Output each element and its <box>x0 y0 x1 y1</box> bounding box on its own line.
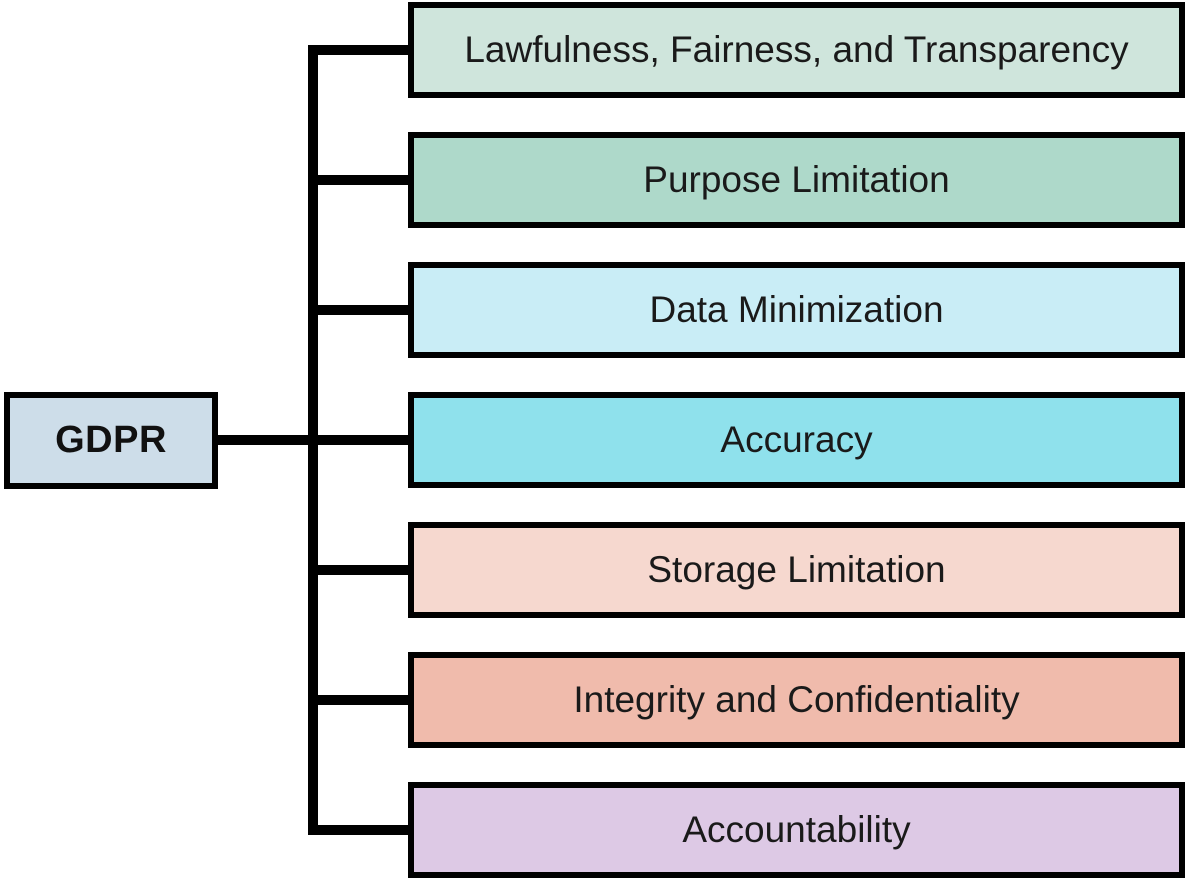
node-row: Integrity and Confidentiality <box>308 652 1185 748</box>
node-box-data-minimization: Data Minimization <box>408 262 1185 358</box>
node-row: Purpose Limitation <box>308 132 1185 228</box>
node-box-accountability: Accountability <box>408 782 1185 878</box>
root-box-gdpr: GDPR <box>4 392 218 489</box>
node-box-accuracy: Accuracy <box>408 392 1185 488</box>
node-label: Lawfulness, Fairness, and Transparency <box>464 29 1129 70</box>
node-box-lawfulness-fairness-transparency: Lawfulness, Fairness, and Transparency <box>408 2 1185 98</box>
node-label: Data Minimization <box>649 289 944 330</box>
node-row: Accountability <box>308 782 1185 878</box>
branch-line <box>308 565 408 575</box>
branch-line <box>308 305 408 315</box>
node-box-integrity-confidentiality: Integrity and Confidentiality <box>408 652 1185 748</box>
node-row: Data Minimization <box>308 262 1185 358</box>
branch-line <box>308 175 408 185</box>
node-row: Storage Limitation <box>308 522 1185 618</box>
node-row: Lawfulness, Fairness, and Transparency <box>308 2 1185 98</box>
root-connector-line <box>212 435 314 445</box>
branch-line <box>308 825 408 835</box>
branch-line <box>308 435 408 445</box>
node-label: Storage Limitation <box>647 549 946 590</box>
node-label: Accountability <box>682 809 911 850</box>
root-label: GDPR <box>55 419 167 461</box>
principles-column: Lawfulness, Fairness, and Transparency P… <box>308 2 1185 878</box>
node-label: Purpose Limitation <box>643 159 950 200</box>
branch-line <box>308 45 408 55</box>
node-box-purpose-limitation: Purpose Limitation <box>408 132 1185 228</box>
node-box-storage-limitation: Storage Limitation <box>408 522 1185 618</box>
node-label: Accuracy <box>720 419 873 460</box>
branch-line <box>308 695 408 705</box>
node-row: Accuracy <box>308 392 1185 488</box>
node-label: Integrity and Confidentiality <box>573 679 1020 720</box>
